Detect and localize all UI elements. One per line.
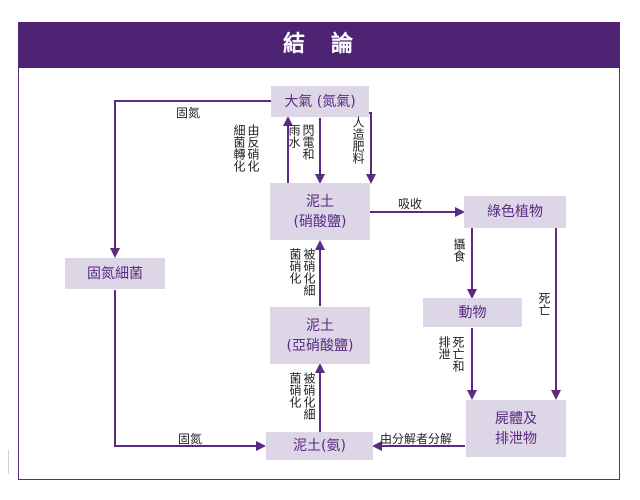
animals-box: 動物: [423, 298, 522, 327]
decompose-label: 由分解者分解: [380, 432, 453, 446]
death-plants-label: 死亡: [537, 292, 551, 316]
animals-label: 動物: [458, 304, 487, 321]
fixing-bacteria-label: 固氮細菌: [87, 265, 143, 282]
eaten-label: 攝食: [452, 238, 466, 262]
atmosphere-box: 大氣 (氮氣): [271, 86, 369, 117]
death-excretion-label: 死亡和排泄: [437, 336, 465, 372]
nitrify-lower-label: 被硝化細菌硝化: [288, 372, 316, 420]
lightning-label: 閃電和雨水: [287, 124, 315, 160]
soil-ammonia-box: 泥土(氨): [266, 432, 373, 460]
absorb-label: 吸收: [398, 197, 423, 211]
arrow-atmosphere-to-fixing-bacteria: [110, 100, 271, 258]
arrow-fixing-bacteria-to-ammonia: [114, 290, 266, 451]
soil-ammonia-label: 泥土(氨): [293, 438, 346, 454]
page-title: 結 論: [18, 22, 620, 68]
remains-box: 屍體及 排泄物: [466, 400, 566, 457]
soil-nitrite-box: 泥土 (亞硝酸鹽): [270, 307, 370, 364]
soil-nitrite-label: 泥土 (亞硝酸鹽): [286, 317, 354, 354]
soil-nitrate-label: 泥土 (硝酸鹽): [293, 193, 347, 230]
atmosphere-label: 大氣 (氮氣): [284, 93, 356, 110]
fixation-label-top: 固氮: [176, 106, 201, 120]
soil-nitrate-box: 泥土 (硝酸鹽): [270, 183, 370, 240]
denitrify-label: 由反硝化細菌轉化: [232, 124, 260, 172]
fertilizer-label: 人造肥料: [351, 116, 365, 164]
remains-label: 屍體及 排泄物: [495, 410, 537, 447]
green-plants-box: 綠色植物: [464, 196, 566, 228]
fixing-bacteria-box: 固氮細菌: [65, 258, 165, 289]
green-plants-label: 綠色植物: [487, 204, 543, 220]
edge-mark: [8, 450, 13, 474]
fixation-label-bottom: 固氮: [178, 432, 203, 446]
nitrify-upper-label: 被硝化細菌硝化: [288, 248, 316, 296]
